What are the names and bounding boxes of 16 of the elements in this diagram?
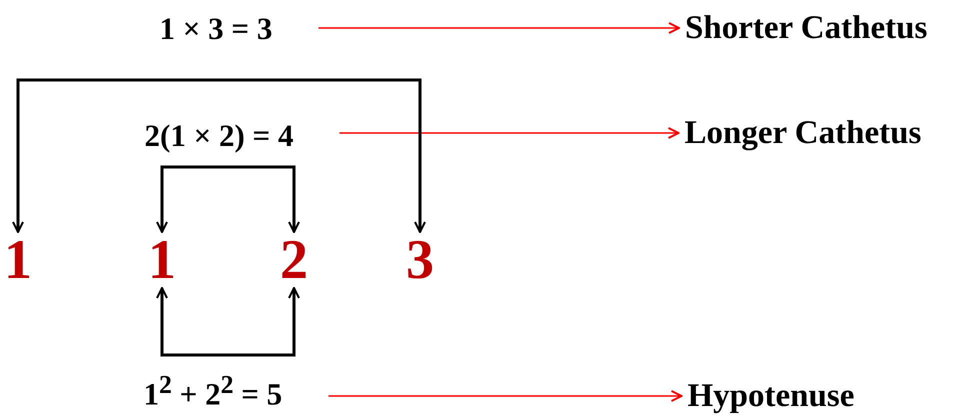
number-text: 1 xyxy=(4,232,32,288)
bracket-arrow xyxy=(156,166,300,233)
formula-text: 1$^{2}$ + 2$^{2}$ = 5 xyxy=(144,372,282,409)
side-label: Shorter Cathetus xyxy=(685,12,928,44)
side-label: Hypotenuse xyxy=(688,380,854,412)
formula-text: 2(1 × 2) = 4 xyxy=(144,120,294,150)
bracket-arrow xyxy=(12,78,426,233)
number-text: 2 xyxy=(280,232,308,288)
number-text: 1 xyxy=(148,232,176,288)
number-text: 3 xyxy=(406,232,434,288)
bracket-arrow xyxy=(156,287,300,356)
side-label: Longer Cathetus xyxy=(684,116,922,150)
formula-text: 1 × 3 = 3 xyxy=(160,12,272,44)
arrow xyxy=(318,22,680,34)
arrow xyxy=(328,390,682,402)
arrow xyxy=(340,127,680,139)
